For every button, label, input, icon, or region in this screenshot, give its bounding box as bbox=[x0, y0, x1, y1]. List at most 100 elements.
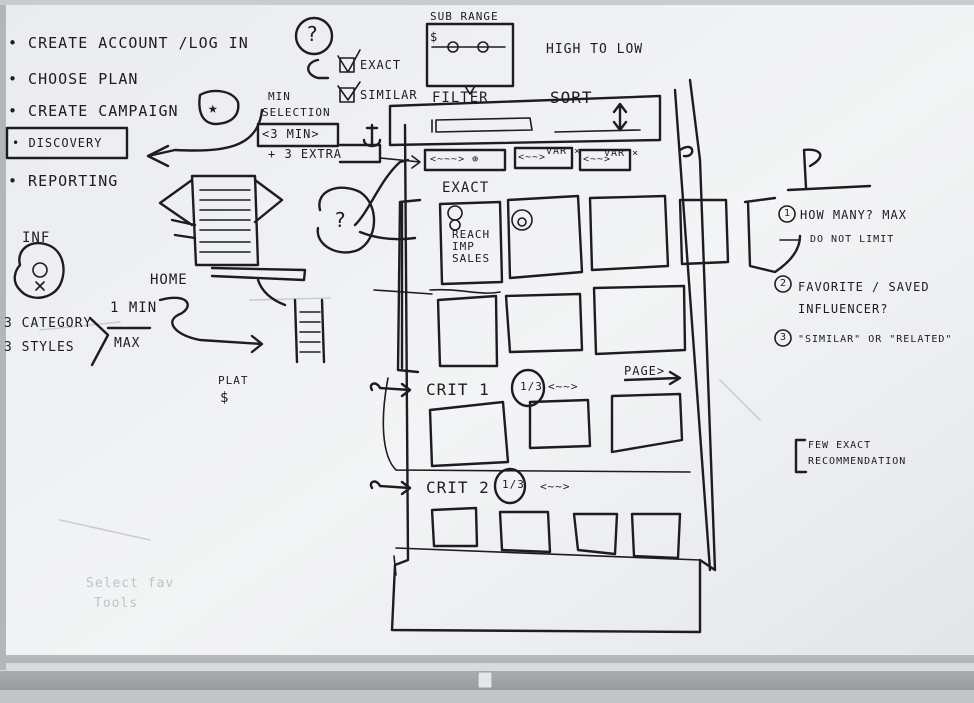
sub-range-dollar: $ bbox=[430, 30, 439, 44]
card-r2-3 bbox=[592, 284, 687, 356]
inf-criteria-category: 3 CATEGORY bbox=[4, 316, 93, 331]
selection-extra: + 3 EXTRA bbox=[268, 147, 343, 161]
chip-2-label: <~~> bbox=[518, 152, 547, 163]
left-frame bbox=[0, 0, 6, 670]
crit2-card-3 bbox=[572, 512, 619, 556]
plat-dollar: $ bbox=[220, 390, 230, 406]
exact-section-label: EXACT bbox=[442, 180, 490, 196]
inf-max: MAX bbox=[114, 336, 141, 351]
card-r1-1 bbox=[438, 200, 504, 286]
main-frame bbox=[390, 78, 717, 634]
crit1-card-3 bbox=[610, 392, 684, 454]
inf-min: 1 MIN bbox=[110, 300, 158, 316]
anchor bbox=[362, 123, 382, 148]
exact-bracket bbox=[396, 198, 422, 374]
crit1-label: CRIT 1 bbox=[426, 380, 490, 399]
note-influencer: INFLUENCER? bbox=[798, 302, 889, 316]
few-exact-line2: RECOMMENDATION bbox=[808, 456, 907, 467]
inf-label: INF bbox=[22, 230, 51, 246]
list-item-discovery: • DISCOVERY bbox=[12, 136, 103, 150]
metric-sales: SALES bbox=[452, 252, 491, 265]
exact-checkbox bbox=[339, 57, 355, 73]
top-question-mark: ? bbox=[306, 22, 320, 46]
note-similar-related: "SIMILAR" OR "RELATED" bbox=[798, 334, 953, 345]
high-to-low: HIGH TO LOW bbox=[546, 42, 644, 57]
star-icon: ★ bbox=[208, 98, 219, 117]
crit1-card-2 bbox=[528, 398, 592, 450]
page-label: PAGE> bbox=[624, 364, 666, 378]
similar-option: SIMILAR bbox=[360, 88, 418, 102]
selection-range-box bbox=[256, 122, 340, 148]
note-1-circle bbox=[778, 205, 796, 223]
sub-range-box bbox=[425, 22, 515, 88]
note-2-number: 2 bbox=[780, 278, 788, 289]
list-item-create-account: • CREATE ACCOUNT /LOG IN bbox=[8, 34, 249, 52]
home-sketch bbox=[158, 174, 284, 267]
extra-box bbox=[338, 143, 382, 164]
selection-range: <3 MIN> bbox=[262, 127, 320, 141]
question-mark: ? bbox=[334, 208, 348, 232]
chip-3-label: <~~> bbox=[583, 154, 612, 165]
selection-min: MIN bbox=[268, 90, 291, 103]
plat-list bbox=[293, 298, 326, 364]
chip-2-mark: VAR × bbox=[546, 146, 582, 157]
filter-sort-bar bbox=[388, 94, 662, 147]
faint-text-1: Select fav bbox=[86, 576, 175, 591]
home-label: HOME bbox=[150, 272, 188, 288]
sub-range-title: SUB RANGE bbox=[430, 10, 499, 23]
list-item-create-campaign: • CREATE CAMPAIGN bbox=[8, 102, 179, 120]
crit1-arrow bbox=[369, 382, 412, 398]
selection-label: SELECTION bbox=[262, 106, 331, 119]
crit2-arrow bbox=[369, 480, 412, 496]
card-r1-4 bbox=[678, 198, 730, 266]
crit1-tag: <~~> bbox=[548, 380, 579, 393]
card-r1-3 bbox=[588, 194, 670, 272]
card-r2-2 bbox=[504, 292, 584, 354]
plat-label: PLAT bbox=[218, 374, 249, 387]
chip-1 bbox=[423, 148, 507, 172]
crit2-fraction: 1/3 bbox=[502, 478, 525, 491]
home-underline bbox=[210, 266, 307, 282]
inf-criteria-styles: 3 STYLES bbox=[4, 340, 75, 355]
few-exact-bracket bbox=[794, 438, 808, 474]
note-1-number: 1 bbox=[784, 208, 792, 219]
card-r2-1 bbox=[436, 294, 499, 368]
chip-3 bbox=[578, 148, 632, 172]
crit2-card-1 bbox=[430, 506, 479, 548]
metric-imp: IMP bbox=[452, 240, 475, 253]
note-how-many: HOW MANY? MAX bbox=[800, 208, 907, 222]
note-3-number: 3 bbox=[780, 332, 788, 343]
board-surface bbox=[0, 0, 974, 670]
squiggle-arrow bbox=[158, 296, 264, 354]
crit2-fraction-circle bbox=[493, 467, 527, 505]
similar-checkbox bbox=[339, 87, 355, 103]
crit2-card-4 bbox=[630, 512, 682, 560]
marker-tray-clip bbox=[477, 671, 493, 689]
chip-3-mark: VAR × bbox=[604, 148, 640, 159]
crit2-card-2 bbox=[498, 510, 552, 554]
faint-text-2: Tools bbox=[94, 596, 139, 611]
question-circle bbox=[316, 186, 376, 254]
note-favorite: FAVORITE / SAVED bbox=[798, 280, 930, 294]
card-r1-5 bbox=[743, 196, 802, 274]
brace bbox=[88, 316, 110, 367]
few-exact-line1: FEW EXACT bbox=[808, 440, 872, 451]
crit1-fraction-circle bbox=[510, 368, 546, 408]
list-item-choose-plan: • CHOOSE PLAN bbox=[8, 70, 139, 88]
metric-reach: REACH bbox=[452, 228, 491, 241]
note-3-circle bbox=[774, 329, 792, 347]
crit2-tag: <~~> bbox=[540, 480, 571, 493]
sketch-t bbox=[786, 148, 872, 192]
list-item-reporting: • REPORTING bbox=[8, 172, 119, 190]
exact-option: EXACT bbox=[360, 58, 402, 72]
crit1-fraction: 1/3 bbox=[520, 380, 543, 393]
discovery-box bbox=[5, 126, 129, 160]
top-question-circle bbox=[294, 16, 334, 56]
card-r1-2 bbox=[506, 194, 584, 280]
chip-1-label: <~~~> ⊕ bbox=[430, 154, 480, 165]
filter-label: FILTER bbox=[432, 90, 489, 106]
star-box bbox=[198, 89, 240, 126]
note-2-circle bbox=[774, 275, 792, 293]
